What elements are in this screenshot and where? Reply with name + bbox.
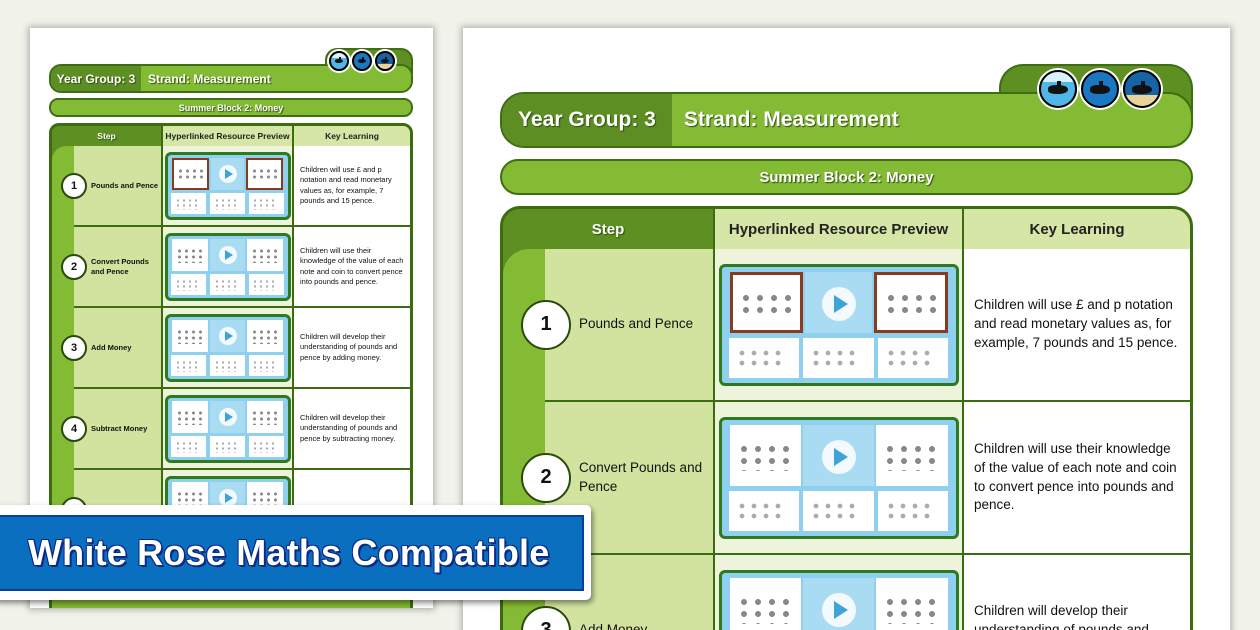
column-header-key-learning: Key Learning <box>964 209 1190 249</box>
resource-preview-link[interactable] <box>164 394 291 463</box>
compatibility-banner: White Rose Maths Compatible <box>0 505 591 600</box>
key-learning-text: Children will use their knowledge of the… <box>294 227 410 306</box>
submarine-shallow-icon <box>1039 70 1077 108</box>
year-group-label: Year Group: 3 <box>502 94 672 146</box>
key-learning-text: Children will develop their understandin… <box>964 555 1190 630</box>
doc-header: Year Group: 3 Strand: Measurement <box>49 48 413 93</box>
header-bar: Year Group: 3 Strand: Measurement <box>500 92 1193 148</box>
step-label: Pounds and Pence <box>91 180 159 190</box>
difficulty-icons <box>329 51 395 71</box>
table-header: Step Hyperlinked Resource Preview Key Le… <box>52 126 410 146</box>
step-number: 2 <box>61 253 87 280</box>
block-title: Summer Block 2: Money <box>49 98 413 117</box>
resource-preview-link[interactable] <box>718 416 959 539</box>
step-label: Convert Pounds and Pence <box>91 256 149 276</box>
doc-header: Year Group: 3 Strand: Measurement <box>500 64 1193 148</box>
key-learning-text: Children will develop their understandin… <box>294 389 410 468</box>
column-header-resource: Hyperlinked Resource Preview <box>715 209 964 249</box>
table-row: 3 Add Money Children will develop their … <box>521 555 1190 630</box>
strand-label: Strand: Measurement <box>684 108 899 131</box>
column-header-resource: Hyperlinked Resource Preview <box>163 126 294 146</box>
step-label: Add Money <box>91 342 132 352</box>
step-number: 4 <box>61 415 87 442</box>
step-number: 1 <box>61 172 87 199</box>
column-header-step: Step <box>503 209 715 249</box>
table-row: 3 Add Money Children will develop their … <box>61 308 410 389</box>
difficulty-icons <box>1039 70 1161 108</box>
play-icon[interactable] <box>218 165 237 184</box>
submarine-deep-icon <box>375 51 395 71</box>
table-row: 1 Pounds and Pence Children will use £ a… <box>61 146 410 227</box>
play-icon[interactable] <box>218 327 237 346</box>
play-icon[interactable] <box>218 246 237 265</box>
step-number: 1 <box>521 299 571 350</box>
play-icon[interactable] <box>821 286 856 321</box>
column-header-key-learning: Key Learning <box>294 126 410 146</box>
table-row: 4 Subtract Money Children will develop t… <box>61 389 410 470</box>
step-label: Subtract Money <box>91 423 148 433</box>
banner-text: White Rose Maths Compatible <box>28 532 550 573</box>
step-label: Pounds and Pence <box>579 316 694 332</box>
play-icon[interactable] <box>218 408 237 427</box>
resource-preview-link[interactable] <box>164 151 291 220</box>
submarine-shallow-icon <box>329 51 349 71</box>
table-row: 2 Convert Pounds and Pence Children will… <box>61 227 410 308</box>
column-header-step: Step <box>52 126 163 146</box>
step-number: 3 <box>61 334 87 361</box>
year-group-label: Year Group: 3 <box>51 66 141 91</box>
table-row: 2 Convert Pounds and Pence Children will… <box>521 402 1190 555</box>
step-number: 2 <box>521 452 571 503</box>
block-title: Summer Block 2: Money <box>500 159 1193 195</box>
key-learning-text: Children will use £ and p notation and r… <box>964 249 1190 400</box>
resource-preview-link[interactable] <box>718 263 959 386</box>
key-learning-text: Children will use their knowledge of the… <box>964 402 1190 553</box>
submarine-mid-icon <box>352 51 372 71</box>
submarine-mid-icon <box>1081 70 1119 108</box>
play-icon[interactable] <box>218 489 237 508</box>
resource-preview-link[interactable] <box>718 569 959 630</box>
submarine-deep-icon <box>1123 70 1161 108</box>
document-preview-large: Year Group: 3 Strand: Measurement Summer… <box>463 28 1230 630</box>
key-learning-text: Children will use £ and p notation and r… <box>294 146 410 225</box>
table-row: 1 Pounds and Pence Children will use £ a… <box>521 249 1190 402</box>
header-bar: Year Group: 3 Strand: Measurement <box>49 64 413 93</box>
resource-preview-link[interactable] <box>164 232 291 301</box>
table-header: Step Hyperlinked Resource Preview Key Le… <box>503 209 1190 249</box>
play-icon[interactable] <box>821 439 856 474</box>
step-label: Add Money <box>579 622 648 630</box>
play-icon[interactable] <box>821 592 856 627</box>
key-learning-text: Children will develop their understandin… <box>294 308 410 387</box>
resource-preview-link[interactable] <box>164 313 291 382</box>
table-body: 1 Pounds and Pence Children will use £ a… <box>503 249 1190 630</box>
strand-label: Strand: Measurement <box>148 71 271 86</box>
steps-table: Step Hyperlinked Resource Preview Key Le… <box>500 206 1193 630</box>
step-label: Convert Pounds and Pence <box>579 459 703 494</box>
step-number: 3 <box>521 605 571 630</box>
